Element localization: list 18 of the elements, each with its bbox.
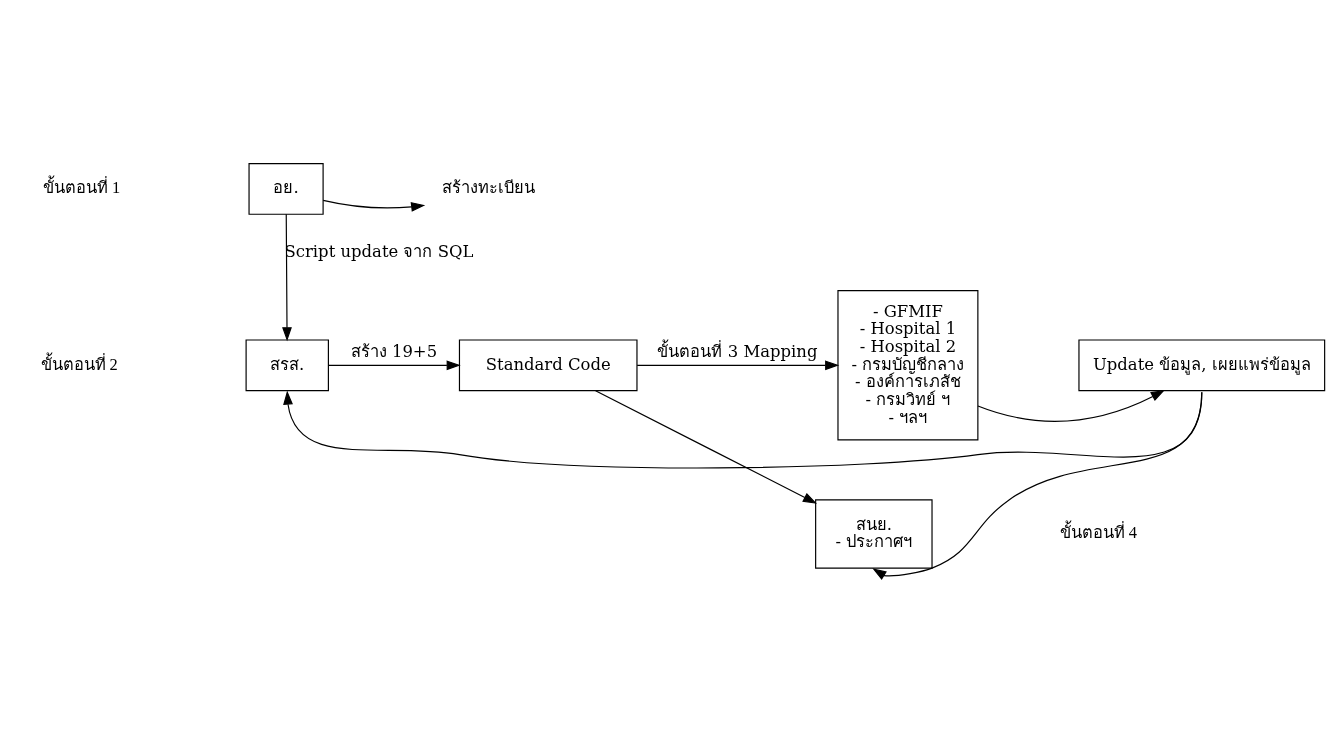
node-box: สรส. xyxy=(245,339,329,392)
arrow xyxy=(595,390,817,504)
arrow xyxy=(977,389,1165,422)
node-box: Update ข้อมูล, เผยแพร่ข้อมูล xyxy=(1078,339,1326,392)
arrow xyxy=(282,213,292,342)
node-box: อย. xyxy=(248,163,324,215)
arrow xyxy=(283,390,1203,469)
arrow xyxy=(328,360,461,371)
node-box: - GFMIF - Hospital 1 - Hospital 2 - กรมบัญชีกลาง - องค์การเภสัช - กรมวิทย์ ฯ - ฯลฯ xyxy=(837,290,979,441)
node-box: สนย. - ประกาศฯ xyxy=(815,499,933,569)
arrow xyxy=(872,391,1203,580)
edge-label: สร้าง 19+5 xyxy=(350,342,438,362)
label: ขั้นตอนที่ 2 xyxy=(40,354,118,374)
arrow xyxy=(636,360,840,371)
edge-label: Script update จาก SQL xyxy=(284,241,474,261)
node-text: สร้างทะเบียน xyxy=(441,178,535,198)
node-box: Standard Code xyxy=(458,339,638,392)
arrow xyxy=(322,199,426,212)
